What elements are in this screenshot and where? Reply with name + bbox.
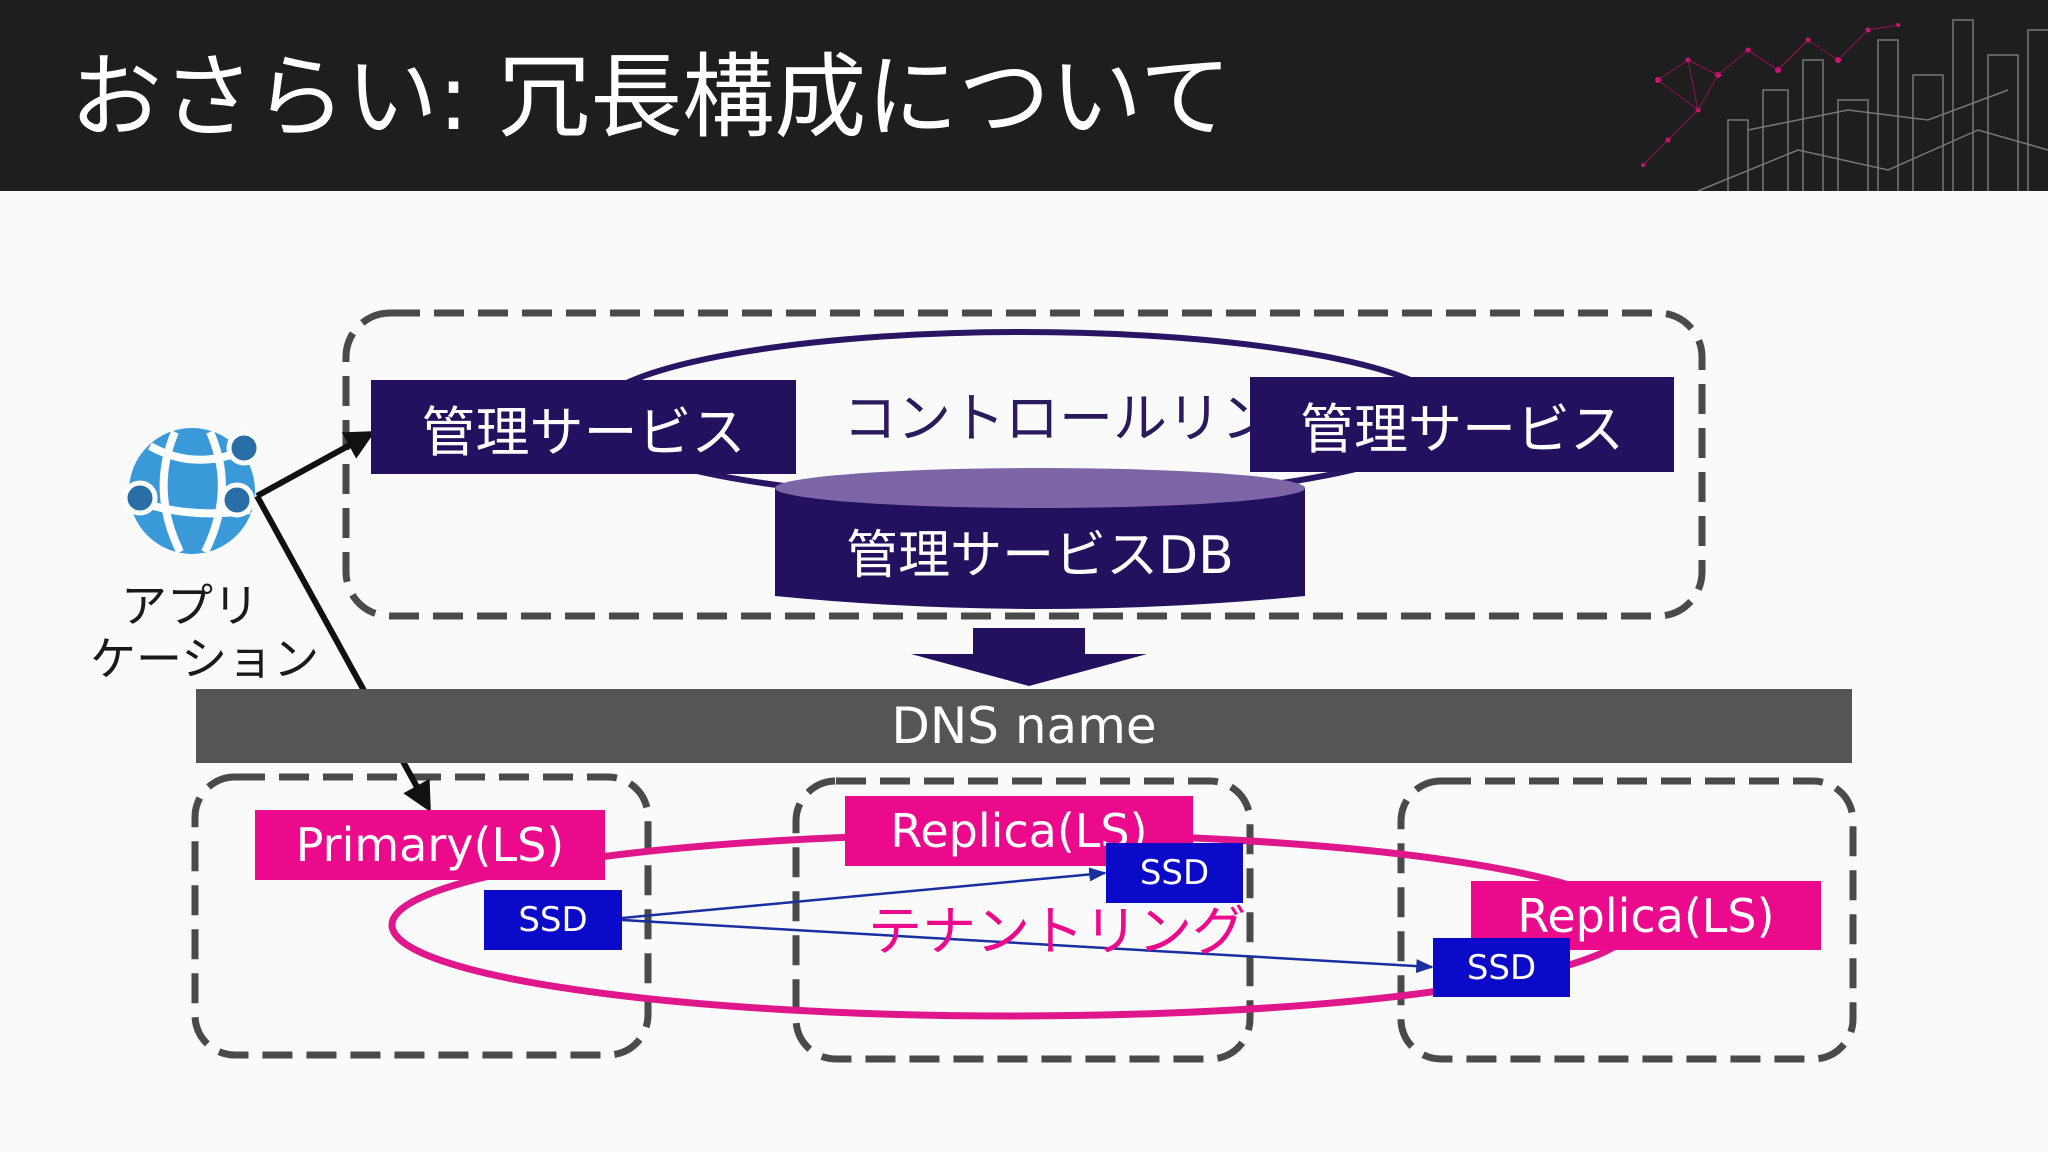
app-to-service-arrow <box>255 431 376 499</box>
dns-name-bar: DNS name <box>196 689 1852 763</box>
city-network-graphic <box>1641 19 2048 191</box>
node-container-3 <box>1397 777 1857 1063</box>
management-service-right: 管理サービス <box>1250 377 1674 472</box>
primary-ls-box: Primary(LS) <box>255 810 605 880</box>
ssd-primary: SSD <box>484 890 622 950</box>
replica-ls-box-2: Replica(LS) <box>1471 881 1821 950</box>
app-service-globe-icon <box>122 428 262 554</box>
down-arrow <box>911 628 1147 686</box>
management-db-cylinder <box>775 468 1305 609</box>
header-bar: おさらい: 冗長構成について <box>0 0 2048 191</box>
management-db-label: 管理サービスDB <box>846 526 1234 586</box>
replication-arrow-1 <box>621 867 1107 920</box>
tenant-ring-label: テナントリング <box>868 900 1246 963</box>
ssd-replica-2: SSD <box>1433 938 1570 997</box>
page-title: おさらい: 冗長構成について <box>70 44 1232 151</box>
application-label-line1: アプリ <box>121 579 259 633</box>
node-container-2 <box>792 777 1254 1063</box>
application-label-line2: ケーション <box>90 631 320 686</box>
replication-arrow-2 <box>621 918 1434 974</box>
control-ring-label: コントロールリング <box>843 387 1329 450</box>
replica-ls-box-1: Replica(LS) <box>845 796 1193 866</box>
control-plane-container <box>342 309 1706 620</box>
ssd-replica-1: SSD <box>1106 843 1243 903</box>
application-label: アプリ ケーション <box>90 579 320 686</box>
management-service-left: 管理サービス <box>371 380 796 474</box>
